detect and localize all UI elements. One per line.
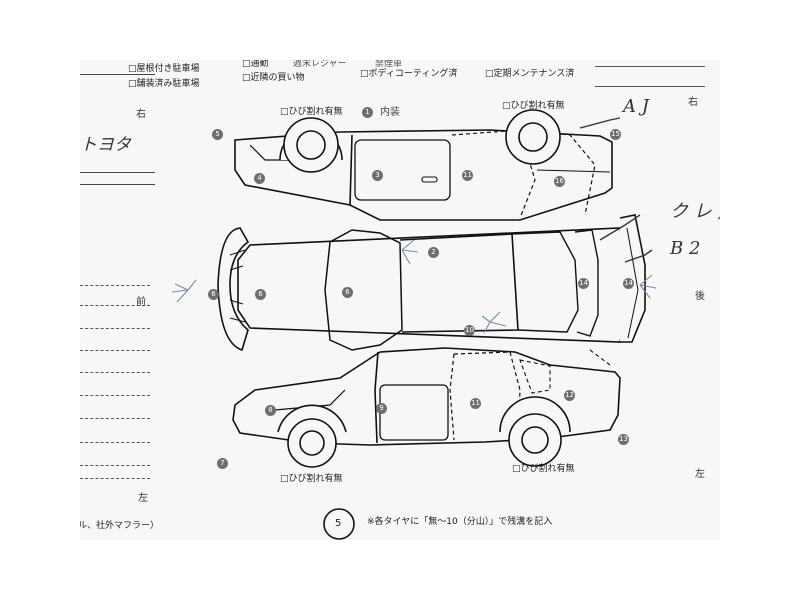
handwritten-note: B 2 bbox=[670, 238, 701, 259]
interior-number: 1 bbox=[362, 107, 373, 118]
part-number: 15 bbox=[610, 129, 621, 140]
checklist-item: □通勤 bbox=[242, 60, 269, 69]
part-number: 14 bbox=[578, 278, 589, 289]
checklist-item: □舗装済み駐車場 bbox=[128, 79, 200, 89]
part-number: 7 bbox=[217, 458, 228, 469]
part-number: 6 bbox=[255, 289, 266, 300]
checklist-item: □定期メンテナンス済 bbox=[485, 69, 575, 79]
part-number: 2 bbox=[428, 247, 439, 258]
blank-line bbox=[80, 172, 155, 173]
crack-check-label: □ひび割れ有無 bbox=[512, 464, 575, 474]
part-number: 10 bbox=[464, 325, 475, 336]
footer-circle-number: 5 bbox=[335, 518, 342, 529]
checklist-item: □ボディコーティング済 bbox=[360, 69, 458, 79]
part-number: 12 bbox=[564, 390, 575, 401]
checklist-item-cut: 禁煙車 bbox=[375, 60, 403, 69]
part-number: 13 bbox=[618, 434, 629, 445]
blank-line bbox=[80, 184, 155, 185]
handwritten-note: A J bbox=[623, 96, 649, 117]
margin-note: ル、社外マフラー） bbox=[80, 521, 160, 531]
part-number: 6 bbox=[208, 289, 219, 300]
dashed-line bbox=[80, 478, 150, 479]
interior-label: 内装 bbox=[380, 107, 400, 118]
side-label-left: 左 bbox=[695, 469, 705, 480]
blank-line bbox=[595, 66, 705, 67]
side-label-rear: 後 bbox=[695, 291, 705, 302]
blank-line bbox=[80, 74, 155, 75]
checklist-item-cut: 週末レジャー bbox=[293, 60, 347, 69]
dashed-line bbox=[80, 465, 150, 466]
checklist-item: □近隣の買い物 bbox=[242, 73, 305, 83]
dashed-line bbox=[80, 350, 150, 351]
part-number: 6 bbox=[342, 287, 353, 298]
part-number: 11 bbox=[462, 170, 473, 181]
dashed-line bbox=[80, 372, 150, 373]
footer-note: ※各タイヤに「無～10（分山）」で残溝を記入 bbox=[367, 517, 553, 527]
part-number: 5 bbox=[212, 129, 223, 140]
side-label-front: 前 bbox=[136, 297, 146, 308]
side-label-left: 左 bbox=[138, 493, 148, 504]
part-number: 3 bbox=[372, 170, 383, 181]
checklist-item: □屋根付き駐車場 bbox=[128, 64, 200, 74]
crack-check-label: □ひび割れ有無 bbox=[502, 101, 565, 111]
part-number: 9 bbox=[376, 403, 387, 414]
part-number: 4 bbox=[254, 173, 265, 184]
dashed-line bbox=[80, 418, 150, 419]
handwritten-note: ク レ , bbox=[670, 201, 720, 222]
part-number: 11 bbox=[470, 398, 481, 409]
side-label-right: 右 bbox=[136, 109, 146, 120]
crack-check-label: □ひび割れ有無 bbox=[280, 107, 343, 117]
inspection-sheet: □屋根付き駐車場 □舗装済み駐車場 □通勤 週末レジャー 禁煙車 □近隣の買い物… bbox=[80, 60, 720, 540]
side-label-right: 右 bbox=[688, 97, 698, 108]
dashed-line bbox=[80, 285, 150, 286]
dashed-line bbox=[80, 328, 150, 329]
part-number: 8 bbox=[265, 405, 276, 416]
crack-check-label: □ひび割れ有無 bbox=[280, 474, 343, 484]
dashed-line bbox=[80, 442, 150, 443]
vehicle-diagram bbox=[171, 109, 657, 540]
part-number: 14 bbox=[623, 278, 634, 289]
handwritten-maker: トヨタ bbox=[80, 135, 131, 155]
dashed-line bbox=[80, 305, 150, 306]
blank-line bbox=[595, 86, 705, 87]
dashed-line bbox=[80, 395, 150, 396]
part-number: 16 bbox=[554, 176, 565, 187]
right-side-body-outline bbox=[234, 129, 613, 221]
